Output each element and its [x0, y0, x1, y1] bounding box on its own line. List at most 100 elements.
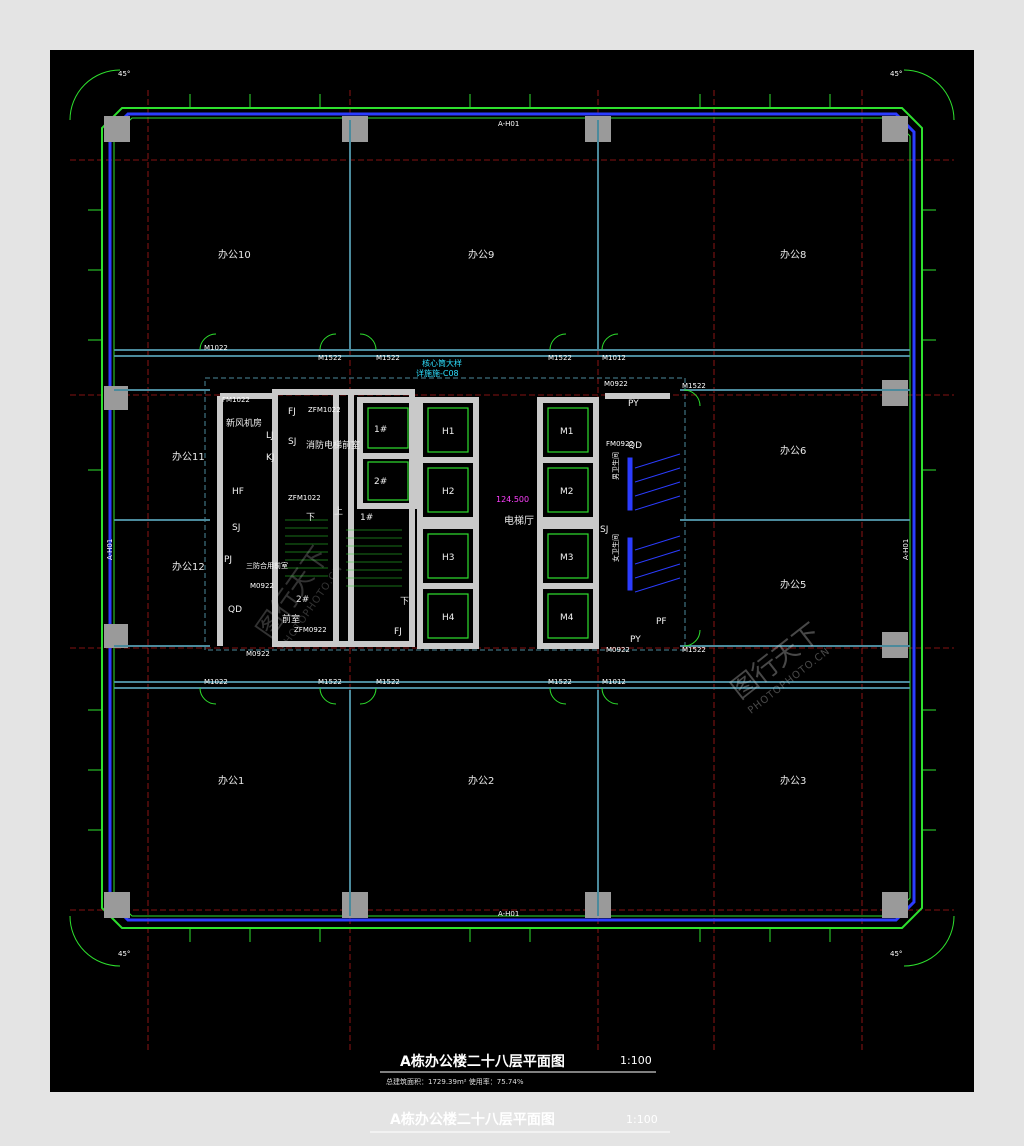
room-office-9: 办公9 — [468, 248, 494, 261]
lift-m3: M3 — [560, 553, 574, 563]
lift-cars — [367, 407, 589, 639]
room-office-3: 办公3 — [780, 774, 806, 787]
shaft-fj-2: FJ — [394, 627, 402, 637]
shaft-sj-2: SJ — [232, 523, 240, 533]
door-m0922-bottom-right: M0922 — [606, 646, 630, 654]
stairs-hatch — [285, 519, 402, 587]
room-male-wc: 男卫生间 — [611, 452, 620, 480]
mullion-ticks — [88, 94, 936, 942]
angle-label-tr: 45° — [890, 70, 902, 78]
shaft-qd-2: QD — [628, 441, 642, 451]
watermark-2: 图行天下 PHOTOPHOTO.CN — [251, 542, 345, 652]
section-note: 核心筒大样 — [422, 358, 462, 368]
door-m1022-bottom: M1022 — [204, 678, 228, 686]
shaft-hf: HF — [232, 487, 244, 497]
door-fm1022: FM1022 — [222, 396, 250, 404]
shaft-py-2: PY — [630, 635, 641, 645]
lift-m1: M1 — [560, 427, 574, 437]
shaft-sj-3: SJ — [600, 525, 608, 535]
drawing-title: A栋办公楼二十八层平面图 — [400, 1053, 565, 1070]
lift-m4: M4 — [560, 613, 574, 623]
axis-label-top: A-H01 — [498, 120, 519, 128]
lift-h1: H1 — [442, 427, 455, 437]
cad-canvas: 45° 45° 45° 45° — [50, 50, 974, 1092]
door-m1522-bottom-2: M1522 — [376, 678, 400, 686]
caption-svg: A栋办公楼二十八层平面图 1:100 — [370, 1111, 670, 1133]
room-office-1: 办公1 — [218, 774, 244, 787]
door-m1522-right-top: M1522 — [682, 382, 706, 390]
room-front: 前室 — [282, 613, 300, 625]
caption-scale: 1:100 — [626, 1113, 658, 1126]
door-m1522-top-2: M1522 — [376, 354, 400, 362]
room-office-8: 办公8 — [780, 248, 806, 261]
lift-h3: H3 — [442, 553, 455, 563]
shaft-py: PY — [628, 399, 639, 409]
door-m0922-left: M0922 — [250, 582, 274, 590]
room-female-wc: 女卫生间 — [611, 534, 620, 562]
stair-down-2: 下 — [400, 597, 409, 607]
shaft-fj: FJ — [288, 407, 296, 417]
drawing-stats: 总建筑面积：1729.39m² 使用率：75.74% — [386, 1077, 524, 1086]
door-fm0922: FM0922 — [606, 440, 634, 448]
room-office-5: 办公5 — [780, 578, 806, 591]
door-m1522-bottom-1: M1522 — [318, 678, 342, 686]
room-shared-front: 三防合用前室 — [246, 561, 288, 570]
door-m1012-top: M1012 — [602, 354, 626, 362]
core-walls — [217, 389, 670, 649]
door-m1012-bottom: M1012 — [602, 678, 626, 686]
room-fresh-air: 新风机房 — [226, 417, 262, 429]
door-m0922-bottom: M0922 — [246, 650, 270, 658]
room-fire-elevator: 消防电梯前室 — [306, 439, 360, 451]
stair-1: 1# — [360, 513, 373, 523]
door-m1522-top-3: M1522 — [548, 354, 572, 362]
room-office-10: 办公10 — [218, 248, 251, 261]
door-zfm1022-mid: ZFM1022 — [288, 494, 321, 502]
door-m1522-bottom-3: M1522 — [548, 678, 572, 686]
bottom-caption: A栋办公楼二十八层平面图 1:100 — [0, 1100, 1024, 1142]
shaft-pf: PF — [656, 617, 667, 627]
room-elevator-hall: 电梯厅 — [504, 514, 534, 527]
core-outline — [204, 377, 686, 651]
angle-label-br: 45° — [890, 950, 902, 958]
axis-label-right: A-H01 — [902, 539, 910, 560]
door-m1522-top-1: M1522 — [318, 354, 342, 362]
wc-fixtures — [627, 453, 681, 593]
angle-label-bl: 45° — [118, 950, 130, 958]
partitions — [114, 120, 910, 916]
drawing-scale: 1:100 — [620, 1054, 652, 1067]
elevation-mark: 124.500 — [496, 495, 529, 504]
door-zfm1022-top: ZFM1022 — [308, 406, 341, 414]
angle-label-tl: 45° — [118, 70, 130, 78]
title-block: A栋办公楼二十八层平面图 1:100 总建筑面积：1729.39m² 使用率：7… — [380, 1053, 656, 1086]
shaft-qd: QD — [228, 605, 242, 615]
lift-h4: H4 — [442, 613, 455, 623]
door-swings — [199, 333, 701, 705]
axis-label-bottom: A-H01 — [498, 910, 519, 918]
corner-arcs — [69, 69, 955, 967]
shaft-kj: KJ — [266, 453, 275, 463]
caption-title: A栋办公楼二十八层平面图 — [390, 1111, 555, 1128]
door-m1522-right-bottom: M1522 — [682, 646, 706, 654]
stair-up: 上 — [334, 506, 343, 517]
room-office-2: 办公2 — [468, 774, 494, 787]
shaft-sj: SJ — [288, 437, 296, 447]
door-zfm0922: ZFM0922 — [294, 626, 327, 634]
axis-label-left: A-H01 — [106, 539, 114, 560]
stair-2: 2# — [296, 595, 309, 605]
fire-lift-2: 2# — [374, 477, 387, 487]
fire-lift-1: 1# — [374, 425, 387, 435]
floor-plan: 45° 45° 45° 45° — [69, 69, 955, 1086]
lift-h2: H2 — [442, 487, 455, 497]
watermark: 图行天下 PHOTOPHOTO.CN — [726, 618, 833, 717]
room-office-6: 办公6 — [780, 444, 806, 457]
stair-down-1: 下 — [306, 513, 315, 523]
room-office-12: 办公12 — [172, 560, 205, 573]
door-m1022-top: M1022 — [204, 344, 228, 352]
shaft-lj: LJ — [266, 431, 274, 441]
section-note-2: 详施施-C08 — [416, 368, 459, 378]
door-m0922-top: M0922 — [604, 380, 628, 388]
shaft-pj: PJ — [224, 555, 232, 565]
room-office-11: 办公11 — [172, 450, 205, 463]
lift-m2: M2 — [560, 487, 574, 497]
